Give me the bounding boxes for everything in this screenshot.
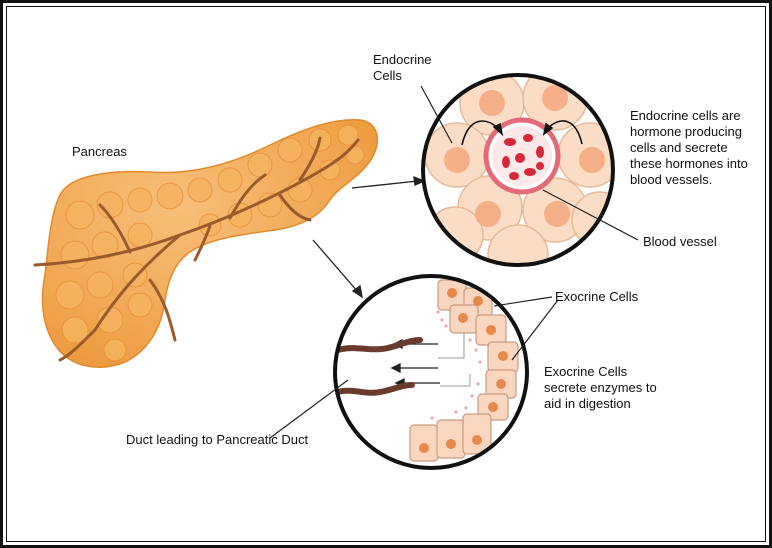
leader-lines — [269, 85, 639, 439]
pancreatic-vessels — [33, 136, 360, 362]
exocrine-nuclei — [419, 288, 508, 453]
endocrine-nuclei — [444, 85, 605, 227]
ducts — [335, 337, 423, 396]
exocrine-cells — [409, 279, 519, 462]
pancreas-illustration — [33, 119, 379, 368]
secretion-arrows — [461, 120, 583, 146]
endocrine-description: Endocrine cells are hormone producing ce… — [630, 108, 748, 187]
connector-arrows — [312, 175, 426, 299]
endocrine-cells-label: Endocrine Cells — [373, 52, 432, 83]
pancreas-lobules — [55, 124, 365, 362]
endocrine-islet — [421, 73, 615, 267]
secretory-granules — [430, 310, 482, 420]
blood-vessel-label: Blood vessel — [643, 234, 717, 249]
blood-vessel-cross-section — [483, 117, 561, 195]
inner-frame — [6, 6, 766, 542]
exocrine-acinus — [333, 274, 529, 470]
exocrine-description: Exocrine Cells secrete enzymes to aid in… — [544, 364, 657, 411]
duct-label: Duct leading to Pancreatic Duct — [126, 432, 309, 447]
duct-lines — [438, 332, 471, 387]
exocrine-cells-label: Exocrine Cells — [555, 289, 639, 304]
pancreas-label: Pancreas — [72, 144, 127, 159]
